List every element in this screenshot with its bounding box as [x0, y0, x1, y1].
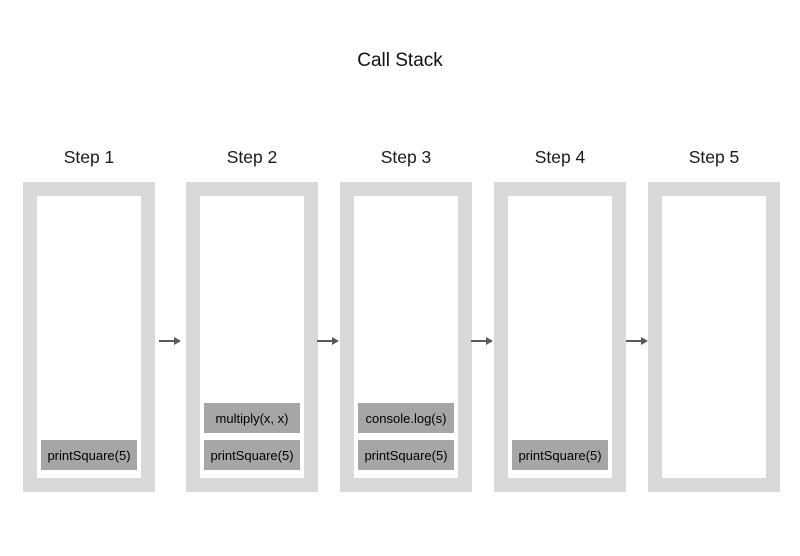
stack-frame: printSquare(5) — [358, 440, 454, 470]
step-5-stack — [648, 182, 780, 492]
step-3-group: Step 3 console.log(s) printSquare(5) — [340, 145, 472, 492]
right-arrow-icon — [316, 334, 340, 348]
step-2-stack: multiply(x, x) printSquare(5) — [186, 182, 318, 492]
step-1-stack: printSquare(5) — [23, 182, 155, 492]
stack-frame: multiply(x, x) — [204, 403, 300, 433]
step-4-stack-inner: printSquare(5) — [508, 196, 612, 478]
stack-frame: console.log(s) — [358, 403, 454, 433]
step-1-label: Step 1 — [63, 147, 115, 167]
right-arrow-icon — [158, 334, 182, 348]
stack-frame: printSquare(5) — [41, 440, 137, 470]
step-3-stack: console.log(s) printSquare(5) — [340, 182, 472, 492]
step-5-stack-inner — [662, 196, 766, 478]
step-2-group: Step 2 multiply(x, x) printSquare(5) — [186, 145, 318, 492]
right-arrow-icon — [625, 334, 649, 348]
step-4-stack: printSquare(5) — [494, 182, 626, 492]
right-arrow-icon — [470, 334, 494, 348]
step-2-stack-inner: multiply(x, x) printSquare(5) — [200, 196, 304, 478]
step-3-label: Step 3 — [380, 147, 432, 167]
step-4-label: Step 4 — [534, 147, 586, 167]
step-1-stack-inner: printSquare(5) — [37, 196, 141, 478]
diagram-title: Call Stack — [357, 50, 443, 71]
step-1-group: Step 1 printSquare(5) — [23, 145, 155, 492]
step-3-stack-inner: console.log(s) printSquare(5) — [354, 196, 458, 478]
step-2-label: Step 2 — [226, 147, 278, 167]
step-4-group: Step 4 printSquare(5) — [494, 145, 626, 492]
step-5-group: Step 5 — [648, 145, 780, 492]
stack-frame: printSquare(5) — [204, 440, 300, 470]
stack-frame: printSquare(5) — [512, 440, 608, 470]
step-5-label: Step 5 — [688, 147, 740, 167]
